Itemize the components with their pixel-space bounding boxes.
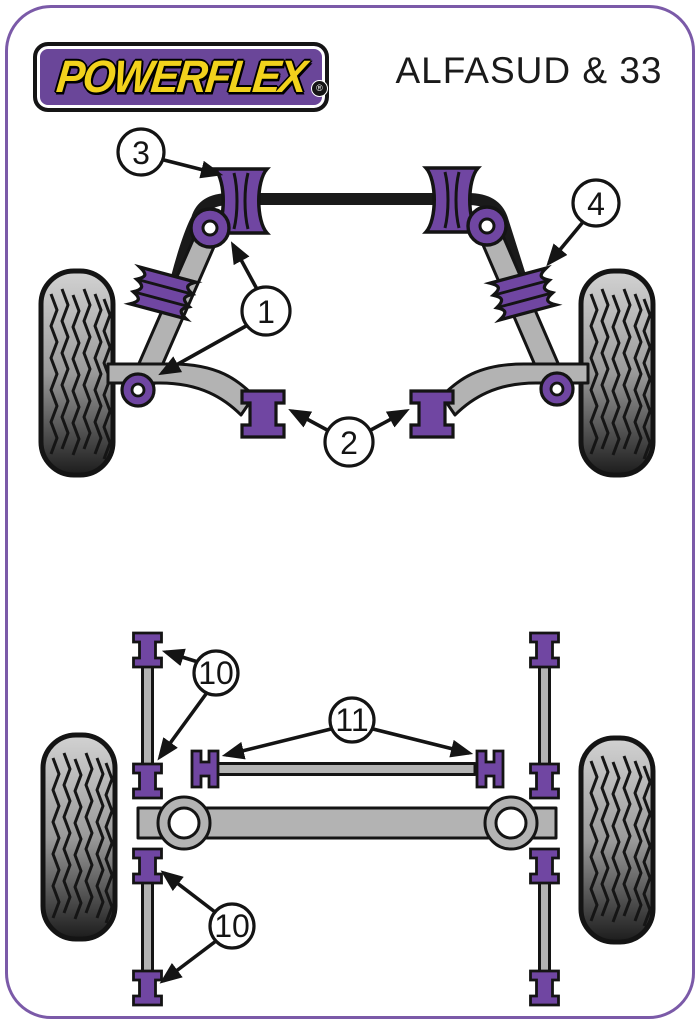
rear-link-bush-upper-left-top <box>132 631 163 669</box>
callout-3-arrow <box>159 157 224 179</box>
page-title: ALFASUD & 33 <box>395 50 663 91</box>
callout-11-arrow-right <box>372 727 474 758</box>
rear-link-bush-lower-right-bottom <box>529 969 560 1007</box>
callout-10-lower-label: 10 <box>214 908 250 944</box>
callout-10-upper: 10 <box>157 648 240 761</box>
front-right-tyre <box>581 271 653 475</box>
callout-11-label: 11 <box>335 702 368 738</box>
upper-arm-bush-right <box>466 205 508 247</box>
rear-link-bush-lower-left-top <box>132 847 163 885</box>
rear-tie-rod <box>203 762 477 776</box>
rear-link-bush-lower-left-bottom <box>132 969 163 1007</box>
upper-arm-bush-left <box>189 207 231 249</box>
callout-1: 1 <box>158 241 292 376</box>
callout-2-label: 2 <box>340 425 358 461</box>
registered-trademark-icon: ® <box>311 80 328 97</box>
callout-4-arrow <box>546 220 585 267</box>
callout-1-arrow-lower <box>158 324 247 376</box>
rear-link-bush-lower-right-top <box>529 847 560 885</box>
lower-arm-bush-right <box>539 371 575 407</box>
callout-4-label: 4 <box>587 186 605 222</box>
callout-1-label: 1 <box>257 294 275 330</box>
front-suspension-diagram: 3 4 1 2 <box>41 127 653 475</box>
callout-10-upper-label: 10 <box>198 655 234 691</box>
rear-right-tyre <box>581 738 653 942</box>
lower-arm-bush-left <box>120 372 156 408</box>
front-left-tyre <box>41 271 113 475</box>
rear-left-tyre <box>43 735 115 939</box>
callout-2-arrow-left <box>288 408 330 433</box>
rear-link-bush-upper-left-bottom <box>132 762 163 800</box>
tie-bar-bush-left <box>240 389 286 439</box>
rear-suspension-diagram: 10 11 10 <box>43 631 653 1007</box>
callout-2: 2 <box>288 408 410 468</box>
callout-10-lower-arrow-bottom <box>159 939 218 984</box>
rear-tie-rod-bush-right <box>475 749 505 789</box>
callout-3-label: 3 <box>132 135 150 171</box>
rear-link-bush-upper-right-top <box>529 631 560 669</box>
callout-10-lower-arrow-top <box>160 870 217 914</box>
powerflex-logo: POWERFLEX ® <box>33 42 329 112</box>
rear-link-bush-upper-right-bottom <box>529 762 560 800</box>
callout-3: 3 <box>116 127 224 179</box>
callout-10-lower: 10 <box>159 870 256 984</box>
callout-11: 11 <box>221 696 474 760</box>
callout-4: 4 <box>546 178 621 267</box>
callout-10-upper-arrow-top <box>161 648 199 666</box>
callout-10-upper-arrow-bottom <box>157 692 208 761</box>
callout-11-arrow-left <box>221 727 332 760</box>
rear-tie-rod-bush-left <box>190 749 220 789</box>
callout-2-arrow-right <box>368 408 410 433</box>
callout-1-arrow-upper <box>230 241 260 292</box>
anti-roll-bar <box>165 193 533 308</box>
tie-bar-bush-right <box>409 389 455 439</box>
rear-axle-beam <box>136 795 558 851</box>
